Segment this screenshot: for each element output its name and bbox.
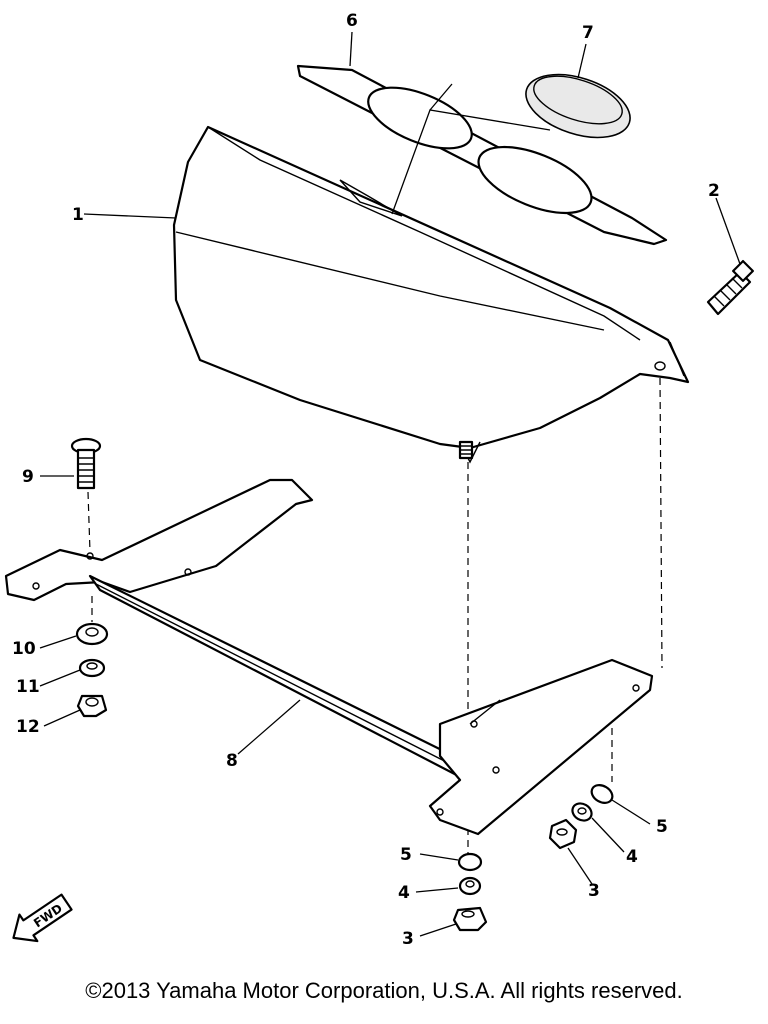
assembly-lines bbox=[87, 83, 663, 854]
callout-1: 1 bbox=[72, 205, 84, 225]
washer-10 bbox=[75, 622, 109, 646]
callout-6: 6 bbox=[346, 11, 358, 31]
copyright-notice: ©2013 Yamaha Motor Corporation, U.S.A. A… bbox=[85, 978, 683, 1003]
meter-cover bbox=[172, 125, 690, 464]
nut-3-bottom bbox=[452, 906, 488, 932]
callout-12: 12 bbox=[16, 717, 40, 737]
gauge-panel-plate bbox=[296, 64, 668, 246]
callout-5-right: 5 bbox=[656, 817, 668, 837]
leader-lines bbox=[39, 31, 741, 937]
callout-8: 8 bbox=[226, 751, 238, 771]
washer-5-right bbox=[590, 784, 614, 804]
callout-11: 11 bbox=[16, 677, 40, 697]
cover-stud bbox=[458, 440, 474, 460]
bolt-2 bbox=[706, 260, 754, 316]
screw-9 bbox=[70, 437, 102, 490]
callout-4-bottom: 4 bbox=[398, 883, 410, 903]
callout-2: 2 bbox=[708, 181, 720, 201]
callout-3-right: 3 bbox=[588, 881, 600, 901]
nut-12 bbox=[76, 694, 108, 718]
mounting-bracket bbox=[4, 478, 654, 836]
callout-7: 7 bbox=[582, 23, 594, 43]
callout-10: 10 bbox=[12, 639, 36, 659]
washer-5-bottom bbox=[457, 852, 483, 872]
callout-9: 9 bbox=[22, 467, 34, 487]
spring-washer-4-right bbox=[571, 802, 593, 822]
nut-3-right bbox=[548, 818, 578, 850]
fwd-arrow-icon: FWD bbox=[12, 893, 73, 943]
callout-3-bottom: 3 bbox=[402, 929, 414, 949]
spring-washer-11 bbox=[78, 658, 106, 678]
callout-4-right: 4 bbox=[626, 847, 638, 867]
spring-washer-4-bottom bbox=[458, 876, 482, 896]
gauge-cap bbox=[525, 73, 631, 139]
callout-5-bottom: 5 bbox=[400, 845, 412, 865]
